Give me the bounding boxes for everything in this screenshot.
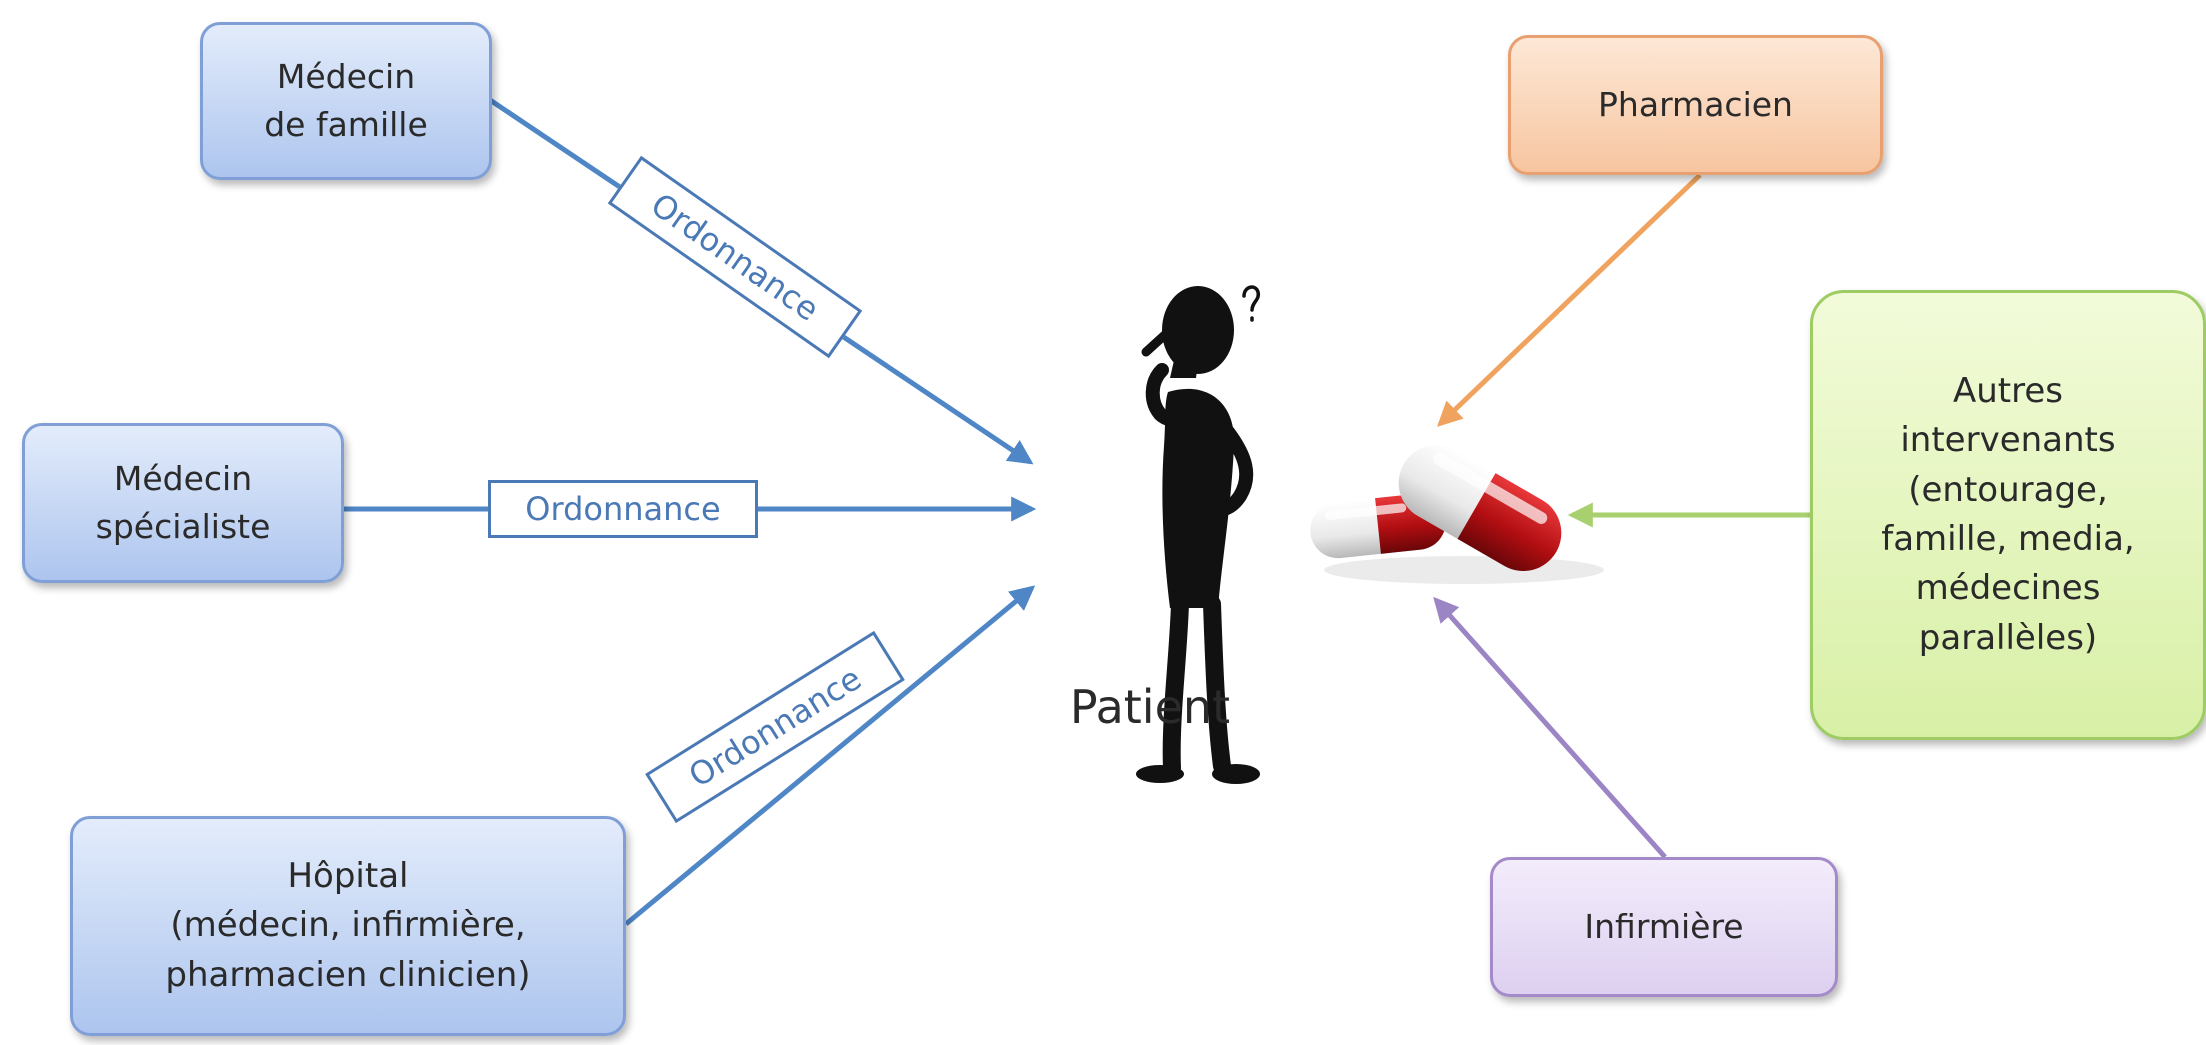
node-medecin-specialiste: Médecin spécialiste [22,423,344,583]
node-infirmiere: Infirmière [1490,857,1838,997]
arrow-hopital-to-patient [624,585,1036,926]
ordonnance-label-hopital: Ordonnance [645,630,905,824]
arrow-pharmacien-to-medication [1436,173,1702,427]
ordonnance-label-specialiste: Ordonnance [488,480,758,538]
capsule-pills-icon [1310,445,1604,584]
thinking-person-icon [1136,285,1261,784]
node-pharmacien: Pharmacien [1508,35,1883,175]
node-hopital: Hôpital (médecin, infirmière, pharmacien… [70,816,626,1036]
arrow-infirmiere-to-medication [1433,596,1667,859]
node-autres-intervenants: Autres intervenants (entourage, famille,… [1810,290,2206,740]
ordonnance-label-famille: Ordonnance [607,155,863,359]
patient-label: Patient [1069,680,1231,734]
node-medecin-famille: Médecin de famille [200,22,492,180]
